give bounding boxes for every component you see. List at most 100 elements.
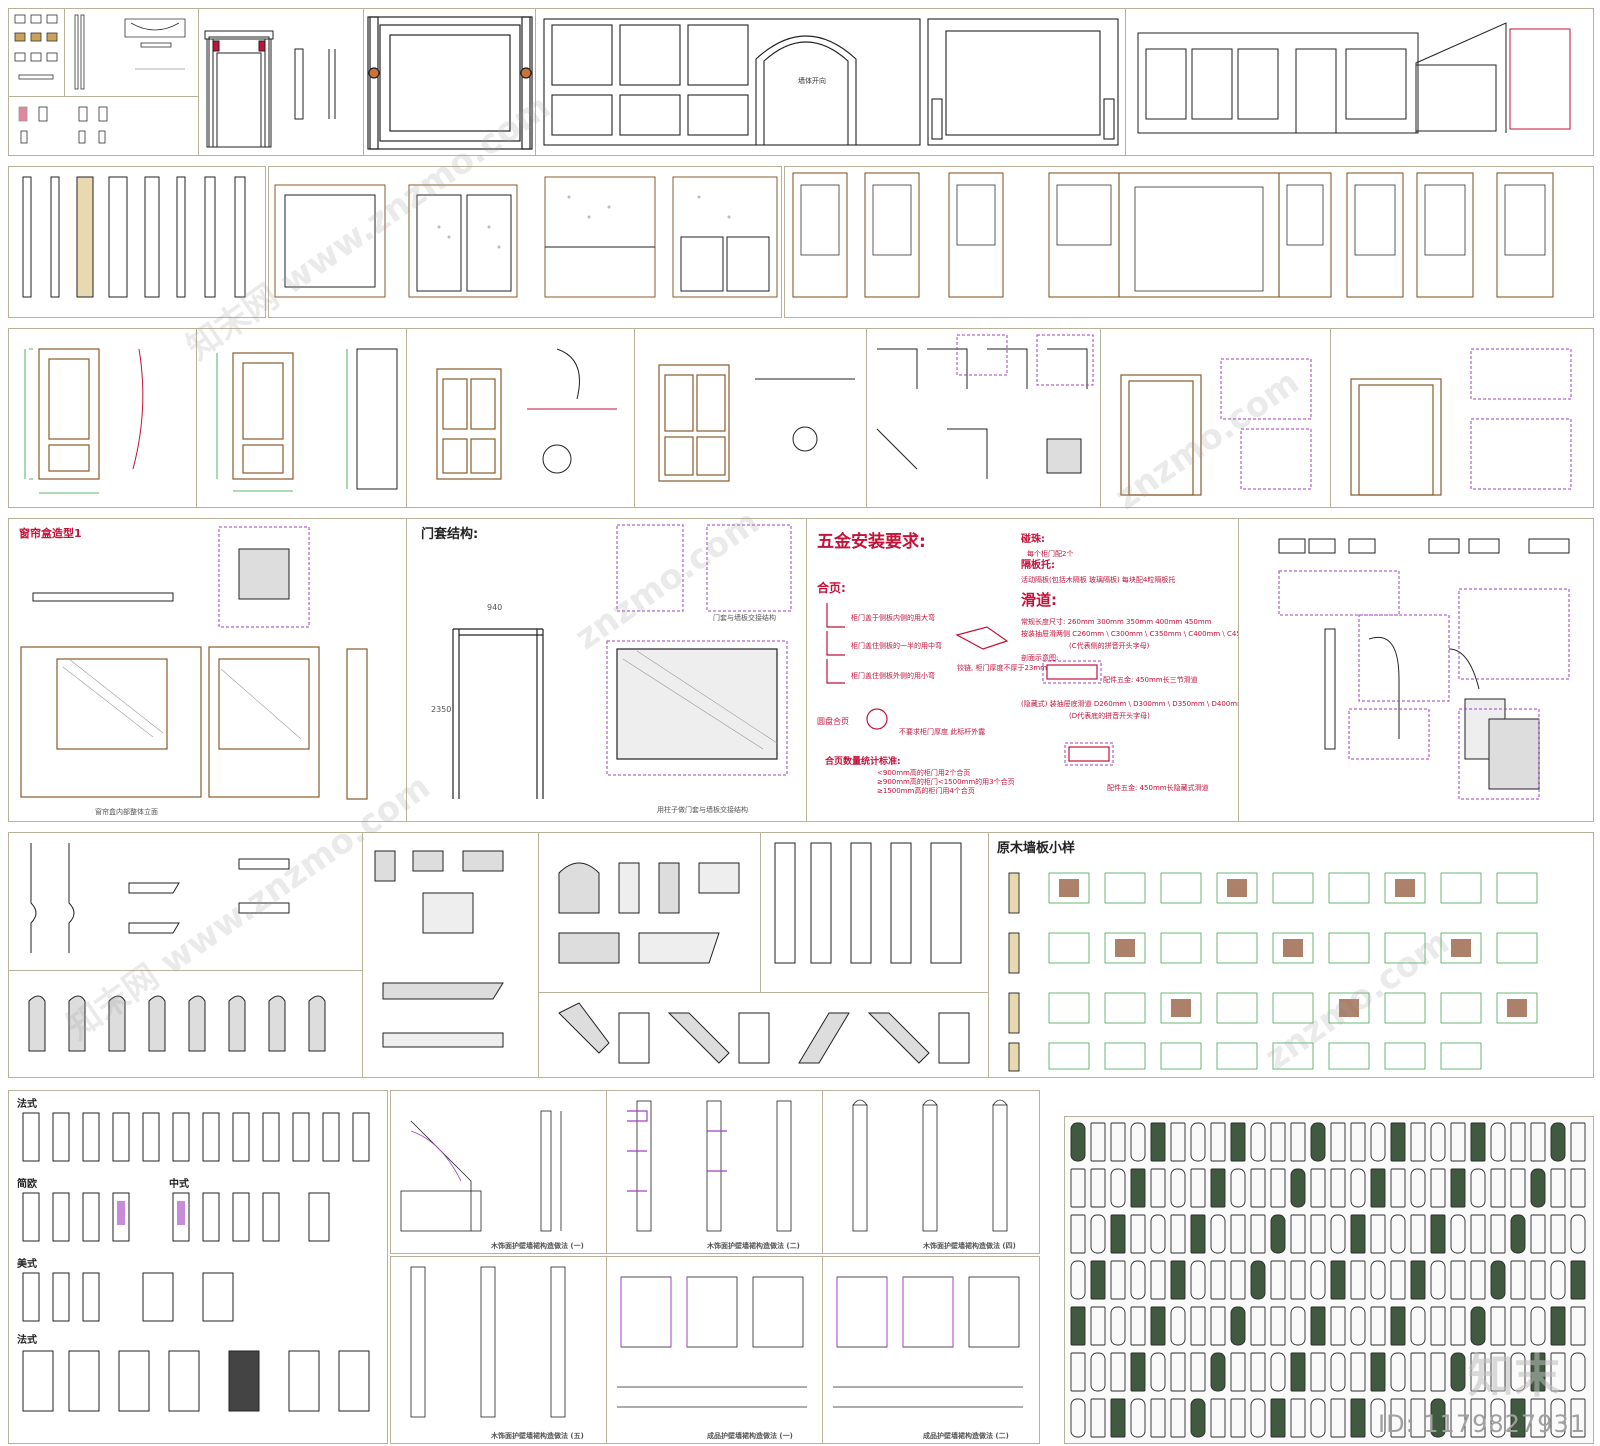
carved-panel-swatch (1390, 1260, 1406, 1300)
carved-panel-swatch (1450, 1352, 1466, 1392)
carved-panel-swatch (1510, 1214, 1526, 1254)
carved-panel-swatch (1470, 1260, 1486, 1300)
slide-codes-note: (C代表侧的拼音开头字母) (1069, 642, 1150, 650)
carved-panel-swatch (1430, 1214, 1446, 1254)
carved-panel-swatch (1430, 1398, 1446, 1438)
carved-panel-swatch (1570, 1352, 1586, 1392)
carved-panel-swatch (1370, 1168, 1386, 1208)
carved-panel-swatch (1570, 1168, 1586, 1208)
construction-sheet-6: 成品护壁墙裙构造做法 (二) (822, 1256, 1040, 1444)
moulding-profile-sheet-2 (8, 970, 364, 1078)
carved-panel-swatch (1510, 1398, 1526, 1438)
door-height-dim: 2350 (431, 705, 452, 714)
carved-panel-swatch (1110, 1260, 1126, 1300)
carved-panel-swatch (1250, 1398, 1266, 1438)
carved-panel-swatch (1310, 1260, 1326, 1300)
carved-panel-swatch (1150, 1352, 1166, 1392)
carved-panel-swatch (1570, 1398, 1586, 1438)
carved-panel-swatch (1210, 1260, 1226, 1300)
carved-panel-swatch (1430, 1352, 1446, 1392)
carved-panel-swatch (1550, 1214, 1566, 1254)
carved-panel-swatch (1330, 1214, 1346, 1254)
carved-panel-swatch (1350, 1306, 1366, 1346)
cabinet-structure-sheet (1238, 518, 1594, 822)
carved-panel-swatch (1230, 1214, 1246, 1254)
carved-panel-swatch (1450, 1306, 1466, 1346)
count-rule-3: ≥1500mm高的柜门用4个合页 (877, 787, 975, 795)
carved-panel-swatch (1510, 1260, 1526, 1300)
carved-panel-swatch (1490, 1168, 1506, 1208)
carved-panel-swatch (1290, 1168, 1306, 1208)
carved-panel-swatch (1150, 1168, 1166, 1208)
door-frame-detail-sheet-1 (1100, 328, 1332, 508)
carved-panel-swatch (1530, 1306, 1546, 1346)
carved-panel-swatch (1270, 1260, 1286, 1300)
slide-fit: 配件五金: 450mm长三节滑道 (1103, 676, 1198, 684)
carved-panel-swatch (1170, 1260, 1186, 1300)
carved-panel-swatch (1290, 1260, 1306, 1300)
slide-view: 剖面示意图: (1021, 654, 1059, 662)
carved-panel-swatch (1250, 1260, 1266, 1300)
carved-panel-swatch (1210, 1306, 1226, 1346)
hinge-note-1: 柜门盖于侧板内侧的用大弯 (851, 614, 935, 622)
carved-panel-swatch (1130, 1214, 1146, 1254)
carved-panel-swatch (1270, 1168, 1286, 1208)
carved-panel-swatch (1090, 1260, 1106, 1300)
style-label-french: 法式 (17, 1099, 37, 1110)
carved-panel-swatch (1350, 1122, 1366, 1162)
door-frame-title: 门套结构: (421, 527, 479, 542)
carved-panel-swatch (1370, 1306, 1386, 1346)
carved-panel-swatch (1430, 1122, 1446, 1162)
carved-panel-swatch (1490, 1260, 1506, 1300)
carved-panel-swatch (1570, 1122, 1586, 1162)
carved-panel-swatch (1130, 1306, 1146, 1346)
carved-panel-swatch (1130, 1168, 1146, 1208)
carved-panel-swatch (1570, 1214, 1586, 1254)
carved-panel-swatch (1110, 1214, 1126, 1254)
carved-panel-swatch (1370, 1398, 1386, 1438)
door-width-dim: 940 (487, 603, 503, 612)
slide-codes: 按装抽屉滑两侧 C260mm \ C300mm \ C350mm \ C400m… (1021, 630, 1240, 638)
carved-panel-swatch (1210, 1168, 1226, 1208)
carved-panel-swatch (1530, 1214, 1546, 1254)
carved-panel-swatch (1290, 1352, 1306, 1392)
style-label-french-2: 法式 (17, 1335, 37, 1346)
carved-panel-swatch (1130, 1352, 1146, 1392)
construction-caption-6: 成品护壁墙裙构造做法 (二) (923, 1432, 1009, 1440)
carved-panel-swatch (1350, 1214, 1366, 1254)
carved-panel-swatch (1250, 1122, 1266, 1162)
moulding-profile-sheet-1 (8, 832, 364, 972)
corner-detail-sheet (866, 328, 1102, 508)
construction-sheet-4: 木饰面护壁墙裙构造做法 (五) (390, 1256, 608, 1444)
carved-panel-swatch (1430, 1168, 1446, 1208)
column-elevations-sheet (8, 166, 266, 318)
door-portal-elevation (198, 8, 365, 156)
door-frame-detail-sheet-2 (1330, 328, 1594, 508)
carved-panel-swatch (1530, 1398, 1546, 1438)
carved-panel-swatch (1190, 1352, 1206, 1392)
carved-panel-swatch (1190, 1260, 1206, 1300)
carved-panel-swatch (1310, 1352, 1326, 1392)
carved-panel-swatch (1530, 1260, 1546, 1300)
carved-panel-swatch (1230, 1352, 1246, 1392)
carved-panel-swatch (1510, 1306, 1526, 1346)
moulding-profile-sheet-3 (362, 832, 540, 1078)
carved-panel-swatch (1270, 1122, 1286, 1162)
carved-panel-swatch (1130, 1122, 1146, 1162)
carved-panel-swatch (1370, 1260, 1386, 1300)
carved-panel-swatch (1090, 1214, 1106, 1254)
round-hinge: 圆盘合页 (817, 717, 849, 726)
carved-panel-swatch (1190, 1214, 1206, 1254)
construction-sheet-2: 木饰面护壁墙裙构造做法 (二) (606, 1090, 824, 1254)
construction-caption-4: 木饰面护壁墙裙构造做法 (五) (491, 1432, 584, 1440)
carved-panel-swatch (1550, 1398, 1566, 1438)
hinge-title: 合页: (817, 581, 846, 595)
carved-panel-swatch (1230, 1306, 1246, 1346)
thumb-details-sheet (8, 8, 66, 98)
carved-panel-swatch (1250, 1168, 1266, 1208)
construction-sheet-5: 成品护壁墙裙构造做法 (一) (606, 1256, 824, 1444)
hinge-note-3: 柜门盖住侧板外侧的用小弯 (851, 672, 935, 680)
carved-panel-swatch (1330, 1398, 1346, 1438)
carved-panel-swatch (1390, 1306, 1406, 1346)
